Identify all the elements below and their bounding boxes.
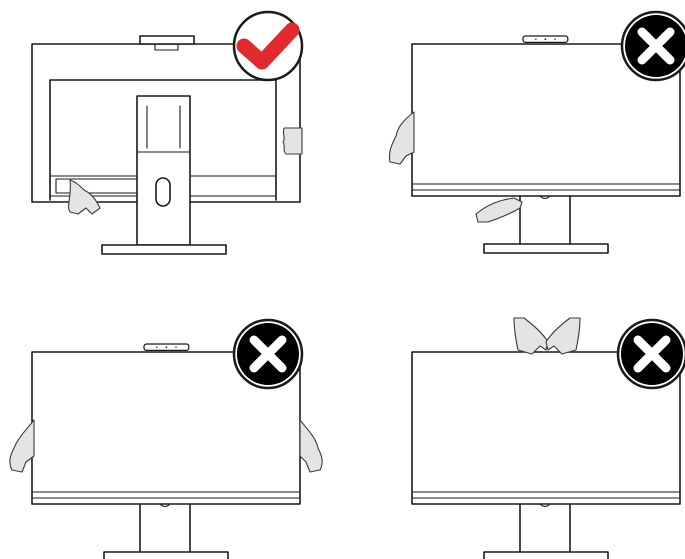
hand-bottom: [475, 197, 523, 223]
panel-back-hold-correct: [31, 10, 304, 255]
panel-side-bottom-hold-incorrect: [388, 10, 685, 254]
checkmark-icon: [236, 22, 300, 70]
hand-right-side: [299, 419, 323, 473]
stand-column: [136, 95, 191, 246]
hand-left-side: [9, 419, 35, 473]
hand-back-bottom: [68, 179, 101, 215]
panel-both-sides-hold-incorrect: [9, 318, 323, 559]
hand-left-side: [388, 111, 415, 165]
hand-back-right: [282, 127, 303, 155]
stand-base: [101, 244, 227, 255]
hand-top-right: [545, 317, 581, 355]
cable-clip: [155, 177, 171, 207]
cross-icon: [621, 323, 683, 385]
cross-icon: [237, 323, 299, 385]
hand-top-left: [513, 317, 549, 355]
cross-icon: [625, 15, 685, 77]
panel-top-edge-hold-incorrect: [411, 317, 685, 559]
